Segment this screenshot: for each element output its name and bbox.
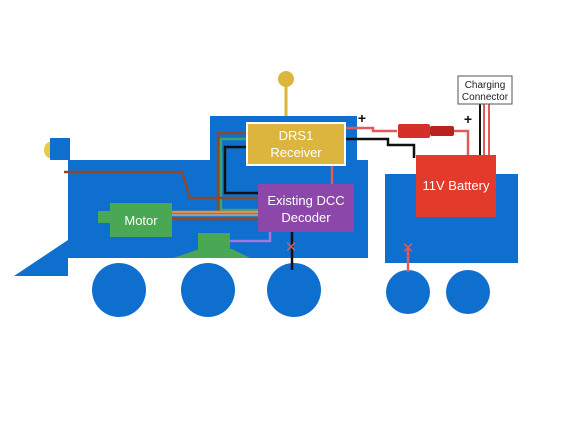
antenna-knob — [278, 71, 294, 87]
cut-mark-tender: ✕ — [402, 240, 415, 257]
gearbox-body — [198, 233, 230, 255]
tender-wheel-rear — [446, 270, 490, 314]
headlamp — [44, 142, 50, 158]
wire-black-loop — [223, 145, 260, 195]
cowcatcher — [14, 240, 68, 276]
tender-wheel-front — [386, 270, 430, 314]
wheel-rear — [267, 263, 321, 317]
gearbox — [173, 233, 250, 258]
charging-connector — [457, 75, 513, 105]
connector-battery-wire — [454, 129, 470, 155]
connector-plug-left — [398, 124, 430, 138]
battery-11v — [416, 155, 496, 217]
motor-body — [110, 203, 172, 237]
charging-wires — [479, 104, 490, 156]
existing-dcc-decoder — [258, 184, 354, 232]
smokestack — [50, 138, 70, 160]
inline-connector — [398, 124, 470, 155]
headlamp-wire — [64, 170, 260, 200]
receiver-label-line2: Receiver — [270, 145, 322, 160]
decoder-label-line2: Decoder — [281, 210, 331, 225]
connector-plug-right — [430, 126, 454, 136]
battery-label: 11V Battery — [423, 178, 490, 193]
receiver-wire-red — [344, 126, 397, 133]
receiver-power-wires — [344, 126, 416, 158]
receiver-wire-black — [344, 137, 416, 158]
wheel-front — [92, 263, 146, 317]
charging-label-line1: Charging — [465, 80, 506, 91]
wheel-middle — [181, 263, 235, 317]
motor-wires — [172, 210, 260, 221]
battery-plus-sign: + — [464, 111, 472, 127]
decoder-label-line1: Existing DCC — [267, 193, 344, 208]
charging-label-line2: Connector — [462, 92, 509, 103]
receiver-plus-sign: + — [358, 110, 366, 126]
wheels — [92, 263, 490, 317]
receiver-label-line1: DRS1 — [279, 128, 314, 143]
drs1-receiver — [246, 122, 346, 166]
motor-shaft — [98, 211, 112, 223]
wire-green-loop — [219, 137, 260, 212]
motor: Motor — [98, 203, 172, 237]
cut-mark-loco: ✕ — [285, 239, 298, 256]
motor-label: Motor — [124, 213, 158, 228]
